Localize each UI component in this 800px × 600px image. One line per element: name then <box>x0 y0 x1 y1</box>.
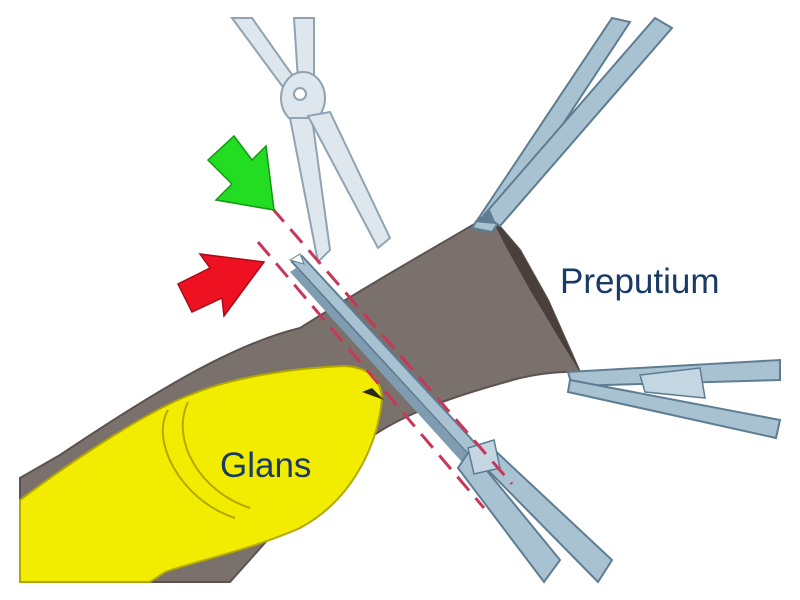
clamp-bottom-jaw-b <box>566 378 782 440</box>
glans-meatus <box>362 388 384 400</box>
cut-line-upper <box>270 207 514 485</box>
hemostat-handle-left <box>456 448 562 584</box>
scissors-handle-right <box>292 17 315 81</box>
clamp-forceps-top <box>470 16 674 234</box>
hemostat-tip <box>288 253 305 265</box>
foreskin-inner-shade <box>490 215 580 372</box>
glans-corona-line <box>161 409 236 519</box>
hemostat <box>288 253 614 584</box>
glans-corona-line-inner <box>181 401 251 509</box>
scissors-pivot-screw <box>293 87 307 101</box>
cut-line-lower <box>256 241 486 509</box>
scissors-blade-right <box>306 110 392 250</box>
clamp-forceps-bottom <box>566 358 782 440</box>
clamp-top-jaw-a <box>470 16 632 234</box>
preputium-label: Preputium <box>560 262 720 301</box>
hemostat-jaw-shadow <box>290 268 488 482</box>
green-arrow-icon <box>206 134 275 211</box>
glans-label: Glans <box>220 446 312 485</box>
red-arrow-icon <box>176 253 266 318</box>
clamp-bottom-hinge <box>639 367 706 399</box>
clamp-top-tip <box>474 210 496 224</box>
scissors-icon <box>230 17 392 265</box>
scissors-blade-left <box>288 117 332 265</box>
